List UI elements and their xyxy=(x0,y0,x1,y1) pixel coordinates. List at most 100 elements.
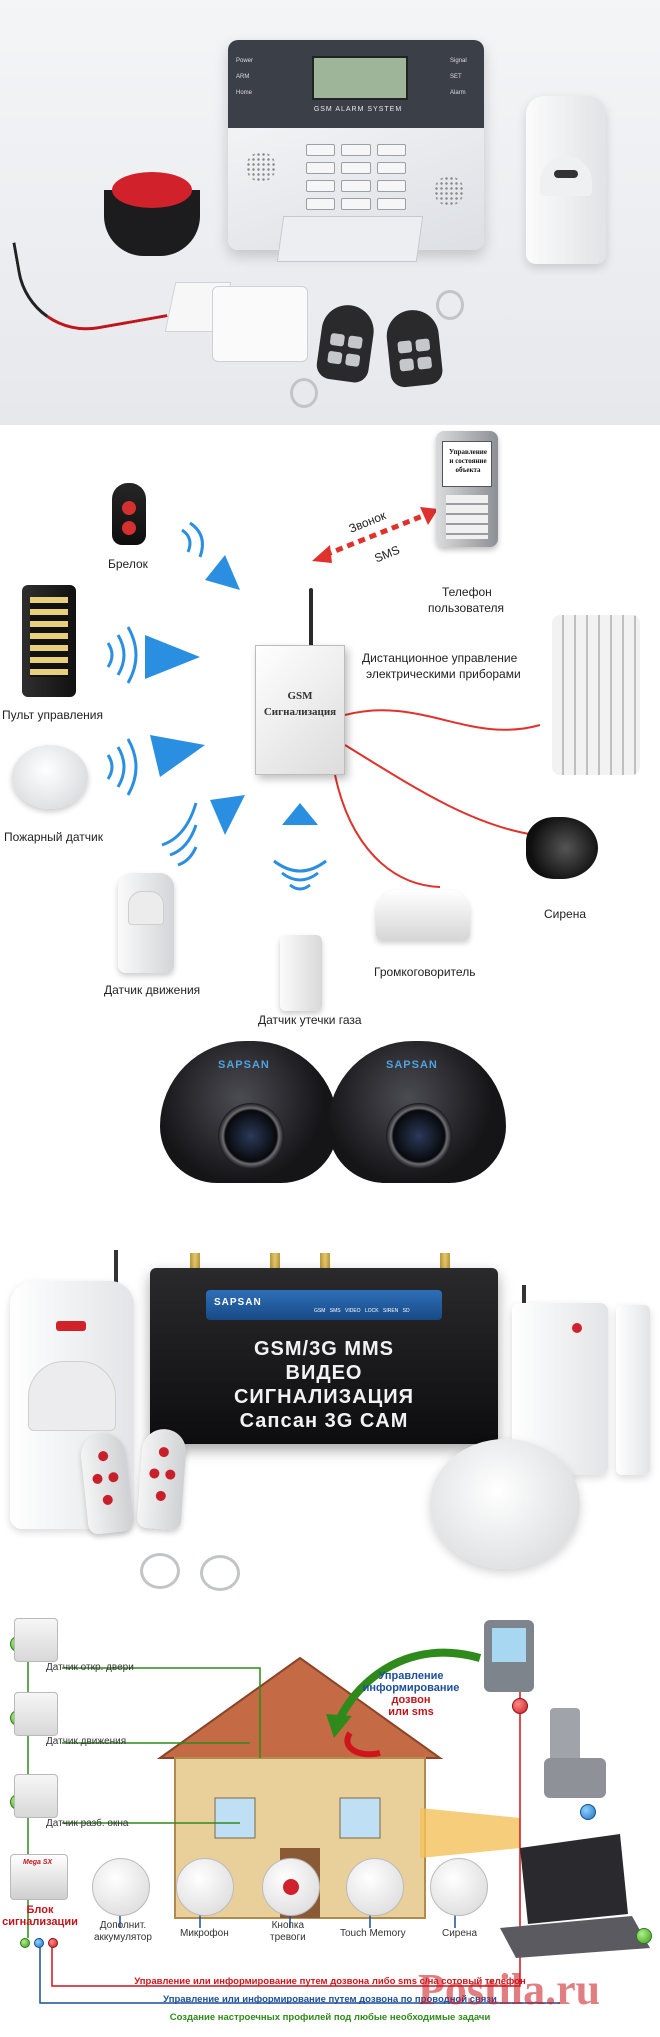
camera-2-lens xyxy=(386,1103,452,1169)
heater-device xyxy=(552,615,640,775)
microphone-icon xyxy=(176,1858,234,1916)
hub-subtitle: Сигнализация xyxy=(263,706,337,718)
wire-to-siren xyxy=(344,744,536,836)
label-phone-line1: Телефон xyxy=(442,585,492,599)
product-photo-panel: Power ARM Home Signal SET Alarm GSM ALAR… xyxy=(0,0,660,425)
keypad-cover xyxy=(276,216,424,262)
magnet-sensor-large xyxy=(212,286,308,362)
laptop-base xyxy=(500,1916,650,1958)
label-siren: Сирена xyxy=(442,1928,478,1939)
phone-screen-line2: и состояние xyxy=(449,457,487,465)
keyfob-device xyxy=(112,483,146,545)
label-phone-line2: пользователя xyxy=(428,601,504,615)
pda-screen xyxy=(492,1628,526,1662)
key-ring-icon xyxy=(436,290,464,320)
battery-icon xyxy=(92,1858,150,1916)
round-siren-device xyxy=(430,1439,580,1569)
sapsan-product-panel: SAPSAN SAPSAN SAPSAN GSM SMS VIDEO LOCK … xyxy=(0,1033,660,1608)
label-motion-sensor: Датчик движения xyxy=(104,983,201,997)
wave-gas-sensor xyxy=(273,803,327,891)
box-indicators: GSM SMS VIDEO LOCK SIREN SD xyxy=(314,1308,410,1314)
indicator-video: VIDEO xyxy=(345,1308,361,1314)
keyfob-2 xyxy=(384,307,444,389)
motion-sensor-icon xyxy=(14,1692,58,1736)
phone-screen-line1: Управление xyxy=(449,448,487,456)
label-block-line2: сигнализации xyxy=(2,1916,78,1928)
red-wires xyxy=(51,1648,521,1987)
indicator-sd: SD xyxy=(402,1308,410,1314)
control-info-line4: или sms xyxy=(388,1706,434,1718)
hub-antenna xyxy=(309,588,313,648)
label-touch-memory: Touch Memory xyxy=(340,1928,406,1939)
label-control-panel: Пульт управления xyxy=(2,708,103,722)
box-connector xyxy=(320,1253,330,1275)
red-arrow-under xyxy=(344,1731,381,1758)
laptop-screen xyxy=(520,1834,628,1924)
house-porch xyxy=(420,1808,520,1858)
status-dot-icon xyxy=(20,1938,30,1948)
window-sensor-icon xyxy=(14,1774,58,1818)
fire-sensor-device xyxy=(12,745,88,809)
label-remote-control-line2: электрическими приборами xyxy=(366,667,521,681)
legend-line-1: Управление или информирование путем дозв… xyxy=(134,1976,526,1987)
pir-slot xyxy=(554,170,578,178)
magnet-strip-device xyxy=(616,1305,650,1475)
dome-camera-1: SAPSAN xyxy=(160,1041,338,1183)
keypad-key xyxy=(306,198,336,210)
keyfob-1 xyxy=(314,301,378,385)
desk-phone-base xyxy=(544,1758,606,1798)
dome-camera-2: SAPSAN xyxy=(328,1041,506,1183)
label-battery-line2: аккумулятор xyxy=(94,1932,152,1943)
label-door-sensor: Датчик откр. двери xyxy=(46,1662,134,1673)
led-label-power: Power xyxy=(236,58,254,64)
led-label-alarm: Alarm xyxy=(450,90,466,96)
label-motion-sensor: Датчик движения xyxy=(46,1736,127,1747)
speaker-grille-right xyxy=(434,176,464,206)
call-arrow-head xyxy=(312,545,332,563)
control-info-line2: информирование xyxy=(362,1682,460,1694)
control-arrow xyxy=(336,1648,482,1720)
label-gas-sensor: Датчик утечки газа xyxy=(258,1013,362,1027)
alarm-unit-top-strip: Power ARM Home Signal SET Alarm GSM ALAR… xyxy=(228,40,484,128)
control-arrow-head xyxy=(326,1714,352,1738)
user-phone-device: Управление и состояние объекта xyxy=(436,431,498,547)
status-dot-icon xyxy=(48,1938,58,1948)
gsm-hub-device: GSM Сигнализация xyxy=(255,645,345,775)
phone-screen-line3: объекта xyxy=(455,466,481,474)
camera-2-logo: SAPSAN xyxy=(386,1059,438,1071)
siren-icon xyxy=(430,1858,488,1916)
speaker-device xyxy=(376,890,470,940)
status-dot-icon xyxy=(580,1804,596,1820)
system-diagram-panel: GSM Сигнализация Брелок Пульт управления… xyxy=(0,425,660,1033)
watermark: Postila.ru xyxy=(418,1965,601,2014)
camera-1-logo: SAPSAN xyxy=(218,1059,270,1071)
keypad-key xyxy=(306,144,336,156)
box-title-line3: СИГНАЛИЗАЦИЯ xyxy=(233,1386,415,1408)
call-sms-arrow xyxy=(324,512,426,558)
gas-sensor-device xyxy=(280,935,322,1011)
wave-control-panel xyxy=(106,626,200,684)
label-siren: Сирена xyxy=(544,907,587,921)
key-ring-icon xyxy=(200,1555,240,1591)
box-title-line2: ВИДЕО xyxy=(285,1362,363,1384)
label-microphone: Микрофон xyxy=(180,1928,229,1939)
door-sensor-icon xyxy=(14,1618,58,1662)
box-logo: SAPSAN xyxy=(214,1297,262,1308)
gsm-alarm-unit: Power ARM Home Signal SET Alarm GSM ALAR… xyxy=(228,40,484,262)
desk-phone-handset xyxy=(550,1708,580,1768)
keypad-key xyxy=(376,180,406,192)
label-window-sensor: Датчик разб. окна xyxy=(46,1818,129,1829)
house-window xyxy=(214,1797,256,1839)
touch-memory-icon xyxy=(346,1858,404,1916)
control-info-line3: дозвон xyxy=(391,1694,431,1706)
pir-motion-sensor xyxy=(526,96,606,264)
keypad-key xyxy=(376,144,406,156)
led-label-arm: ARM xyxy=(236,74,250,80)
wave-fire-sensor xyxy=(106,735,205,796)
wave-motion-sensor xyxy=(161,795,245,867)
hub-title: GSM xyxy=(287,690,313,702)
keypad-key xyxy=(341,180,371,192)
alarm-block-icon: Mega SX xyxy=(10,1854,68,1900)
wire-to-speaker xyxy=(334,774,441,888)
box-badge: SAPSAN GSM SMS VIDEO LOCK SIREN SD xyxy=(206,1290,442,1320)
